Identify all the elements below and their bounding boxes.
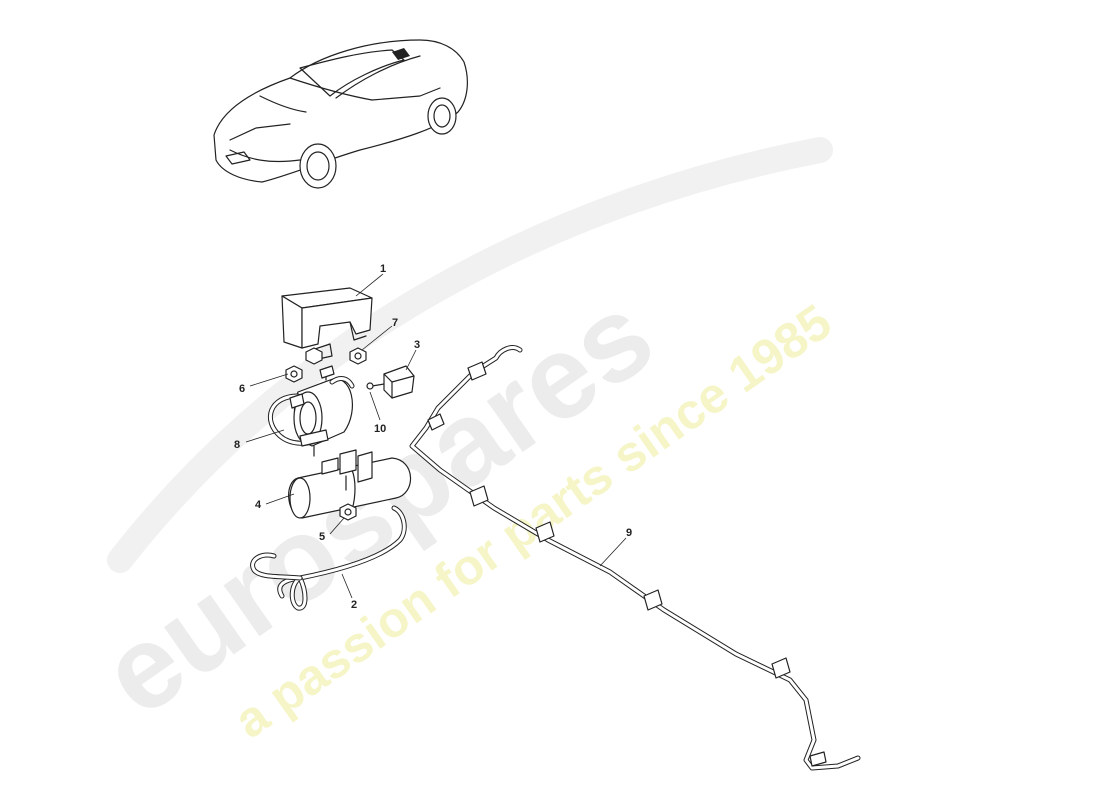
- callout-3: 3: [414, 339, 420, 351]
- leader-line-5: [329, 517, 345, 535]
- part-3-valve: [366, 365, 415, 399]
- part-4-canister: [288, 449, 412, 519]
- callout-10: 10: [374, 423, 386, 435]
- leader-lines: [245, 273, 627, 599]
- callout-2: 2: [351, 599, 357, 611]
- part-5-nut: [339, 503, 357, 521]
- callout-8: 8: [234, 439, 240, 451]
- leader-line-4: [265, 493, 295, 505]
- part-2-hose: [250, 505, 407, 611]
- part-7-nut: [349, 347, 367, 365]
- callout-4: 4: [255, 499, 262, 511]
- part-6-nut: [285, 347, 323, 383]
- watermark: eurospares a passion for parts since 198…: [79, 137, 841, 749]
- part-1-bracket: [281, 287, 373, 361]
- leader-line-10: [369, 391, 381, 421]
- callout-labels: 1 2 3 4 5 6 7 8 9 10: [234, 263, 632, 611]
- leader-line-2: [341, 573, 353, 599]
- leader-line-7: [361, 325, 393, 351]
- callout-6: 6: [239, 383, 245, 395]
- callout-7: 7: [392, 317, 398, 329]
- leader-line-3: [405, 349, 417, 371]
- part-10-connector: [319, 365, 335, 381]
- part-8-canister: [267, 376, 355, 457]
- leader-line-6: [249, 373, 289, 387]
- leader-line-9: [599, 537, 627, 567]
- callout-9: 9: [626, 527, 632, 539]
- part-9-pipe: [409, 345, 861, 771]
- leader-line-8: [245, 429, 285, 443]
- leader-line-1: [355, 273, 384, 297]
- callout-1: 1: [380, 263, 386, 275]
- car-overview-illustration: [213, 39, 468, 189]
- watermark-swoosh: [107, 137, 833, 573]
- callout-5: 5: [319, 531, 325, 543]
